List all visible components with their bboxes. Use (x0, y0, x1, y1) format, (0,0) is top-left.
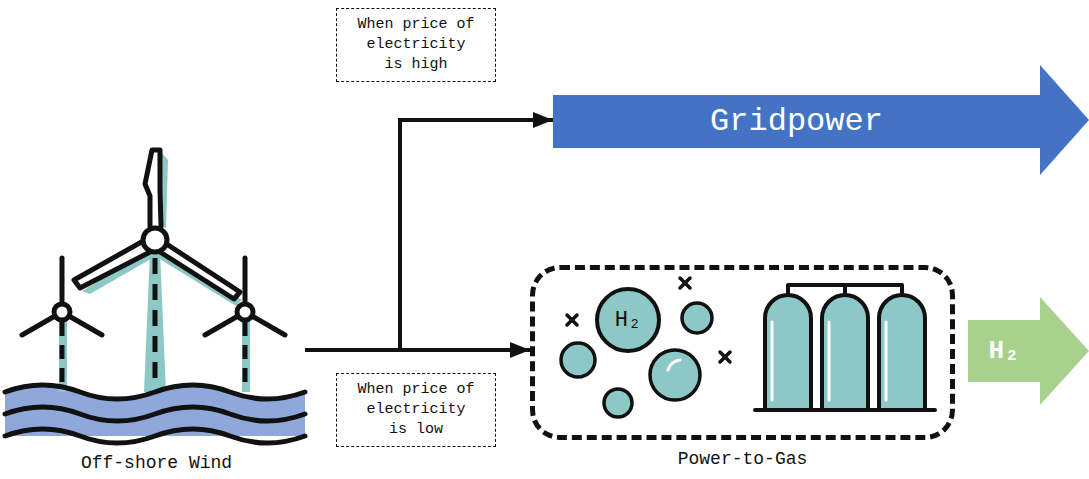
note-text: When price of electricity is low (355, 380, 477, 440)
process-region: Power-to-GasH₂ (530, 265, 955, 440)
output-arrow: Gridpower (553, 65, 1089, 175)
arrow-label: Gridpower (710, 103, 883, 140)
flow-arrow (305, 348, 530, 352)
caption-area: Power-to-Gas (535, 448, 950, 470)
arrow-fill (968, 297, 1089, 405)
flow-arrow (305, 120, 553, 350)
caption-area: Off-shore Wind (8, 452, 305, 474)
arrow-label-area: Gridpower (553, 95, 1040, 148)
arrow-label-area: H₂ (968, 320, 1040, 382)
condition-note: When price of electricity is low (336, 373, 496, 447)
wind-farm-icon (5, 150, 305, 443)
gas-bubbles-icon (561, 278, 730, 417)
arrow-fill (553, 65, 1089, 175)
output-arrow: H₂ (968, 297, 1089, 405)
bubble-label: H₂ (615, 308, 641, 333)
note-text: When price of electricity is high (355, 15, 477, 75)
arrow-label: H₂ (988, 336, 1019, 366)
caption-text: Power-to-Gas (678, 449, 808, 469)
source-icon: Off-shore Wind (8, 150, 305, 440)
caption-text: Off-shore Wind (81, 453, 232, 473)
condition-note: When price of electricity is high (336, 8, 496, 82)
arrow-shape (968, 297, 1089, 405)
gas-tanks-icon (755, 285, 935, 410)
gas-bubble: H₂ (595, 287, 661, 353)
